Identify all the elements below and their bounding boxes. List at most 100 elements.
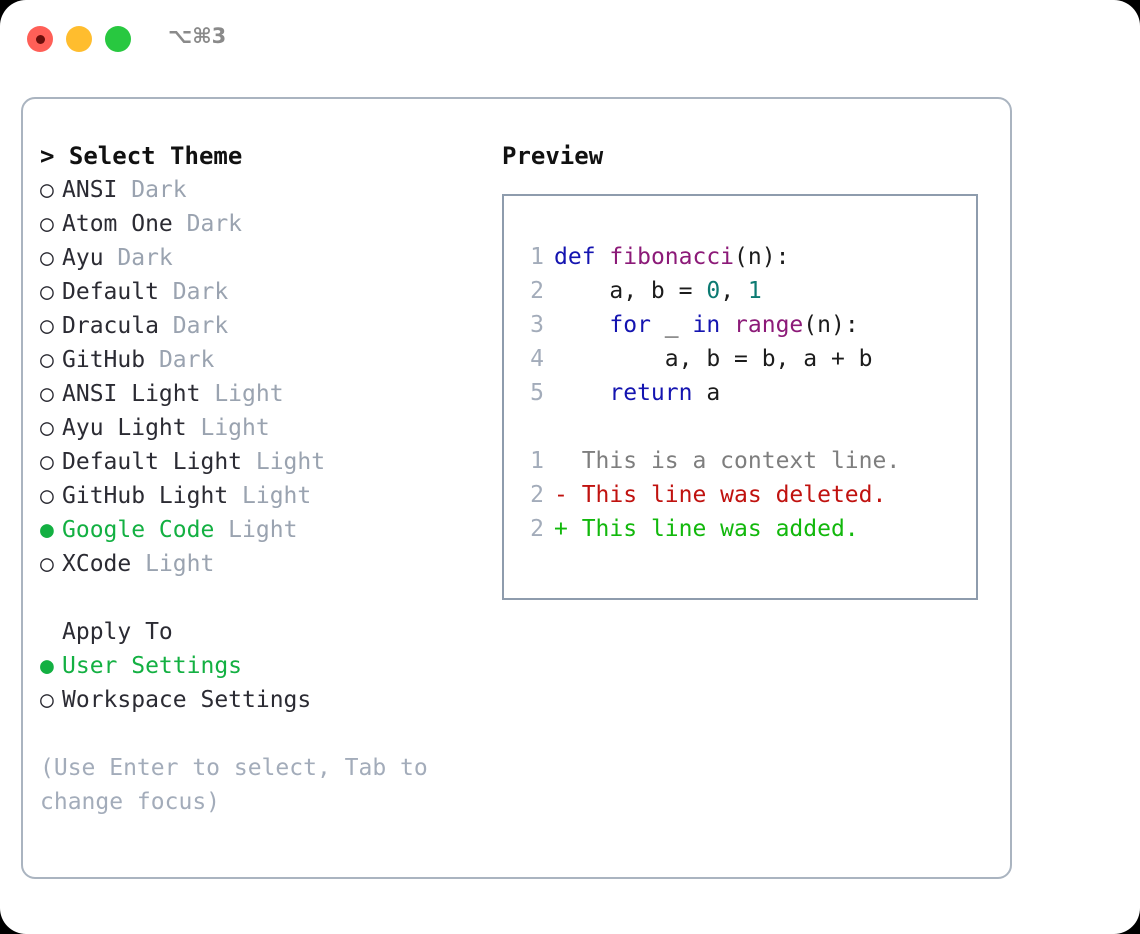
theme-option-label: Atom One: [62, 211, 173, 237]
theme-option[interactable]: ○ GitHub Dark: [40, 343, 480, 377]
maximize-button[interactable]: [105, 26, 131, 52]
theme-option[interactable]: ○ Atom One Dark: [40, 207, 480, 241]
code-line: 4 a, b = b, a + b: [518, 342, 976, 376]
code-token: (n):: [734, 244, 790, 270]
theme-variant-tag: Light: [131, 551, 215, 577]
apply-to-option[interactable]: ●User Settings: [40, 649, 480, 683]
diff-marker: +: [554, 516, 582, 542]
diff-line: 2- This line was deleted.: [518, 478, 976, 512]
theme-option[interactable]: ○ Default Light Light: [40, 445, 480, 479]
radio-unselected-icon: ○: [40, 381, 54, 407]
theme-option-label: XCode: [62, 551, 132, 577]
theme-option[interactable]: ○ANSI Dark: [40, 173, 480, 207]
keyboard-shortcut-label: ⌥⌘3: [168, 24, 227, 48]
preview-heading: Preview: [502, 142, 604, 170]
theme-selector-column: > Select Theme ○ANSI Dark○Atom One Dark○…: [40, 139, 480, 819]
radio-unselected-icon: ○: [40, 449, 54, 475]
code-token: [554, 312, 609, 338]
radio-unselected-icon: ○: [40, 211, 54, 237]
radio-unselected-icon: ○: [40, 415, 54, 441]
theme-option[interactable]: ○Default Dark: [40, 275, 480, 309]
code-token: a, b =: [554, 278, 707, 304]
radio-unselected-icon: ○: [40, 347, 54, 373]
diff-line: 1 This is a context line.: [518, 444, 976, 478]
radio-unselected-icon: ○: [40, 313, 54, 339]
code-token: 0: [706, 278, 721, 304]
code-token: (n):: [803, 312, 859, 338]
code-token: ,: [720, 278, 748, 304]
theme-option-label: Default: [62, 279, 159, 305]
theme-option-label: GitHub: [62, 347, 146, 373]
line-number: 3: [530, 312, 544, 338]
diff-line: 2 + This line was added.: [518, 512, 976, 546]
code-token: return: [609, 380, 693, 406]
theme-variant-tag: Light: [228, 483, 312, 509]
apply-to-heading: Apply To: [62, 619, 173, 645]
code-token: 1: [747, 278, 762, 304]
theme-option-label: ANSI Light: [62, 381, 201, 407]
title-bar: ⌥⌘3: [0, 0, 1140, 78]
code-token: [720, 312, 734, 338]
diff-text: This is a context line.: [581, 448, 901, 474]
theme-option-label: ANSI: [62, 177, 118, 203]
code-token: def: [554, 244, 596, 270]
code-token: in: [692, 312, 721, 338]
theme-variant-tag: Dark: [172, 211, 243, 237]
diff-marker: -: [554, 482, 582, 508]
diff-text: This line was deleted.: [581, 482, 887, 508]
diff-marker: [554, 448, 582, 474]
code-token: a: [692, 380, 721, 406]
line-number: 4: [530, 346, 544, 372]
code-diff-separator: [518, 410, 976, 444]
radio-selected-icon: ●: [40, 517, 54, 543]
window-controls: [27, 26, 131, 52]
theme-option-label: Ayu Light: [62, 415, 187, 441]
theme-variant-tag: Light: [242, 449, 326, 475]
theme-option-label: Google Code: [62, 517, 215, 543]
apply-to-list: ●User Settings○Workspace Settings: [40, 649, 480, 717]
theme-variant-tag: Dark: [117, 177, 187, 203]
select-theme-heading: > Select Theme: [40, 142, 243, 170]
minimize-button[interactable]: [66, 26, 92, 52]
code-token: [554, 380, 609, 406]
line-number: 2: [530, 516, 544, 542]
theme-variant-tag: Dark: [145, 347, 215, 373]
theme-variant-tag: Light: [200, 381, 284, 407]
close-button[interactable]: [27, 26, 53, 52]
radio-unselected-icon: ○: [40, 551, 54, 577]
line-number: 1: [530, 244, 544, 270]
theme-picker-panel: > Select Theme ○ANSI Dark○Atom One Dark○…: [21, 97, 1012, 879]
theme-option[interactable]: ○GitHub Light Light: [40, 479, 480, 513]
line-number: 5: [530, 380, 544, 406]
code-token: [596, 244, 610, 270]
theme-option[interactable]: ○Dracula Dark: [40, 309, 480, 343]
theme-option[interactable]: ○ XCode Light: [40, 547, 480, 581]
theme-option[interactable]: ●Google Code Light: [40, 513, 480, 547]
theme-option[interactable]: ○ Ayu Light Light: [40, 411, 480, 445]
theme-option[interactable]: ○ ANSI Light Light: [40, 377, 480, 411]
apply-to-option-label: Workspace Settings: [62, 687, 312, 713]
keyboard-hint-text: (Use Enter to select, Tab to change focu…: [40, 755, 428, 815]
theme-option-label: Default Light: [62, 449, 243, 475]
theme-option[interactable]: ○ Ayu Dark: [40, 241, 480, 275]
theme-variant-tag: Dark: [103, 245, 173, 271]
theme-variant-tag: Light: [186, 415, 270, 441]
line-number: 2: [530, 278, 544, 304]
radio-unselected-icon: ○: [40, 245, 54, 271]
theme-option-label: Dracula: [62, 313, 159, 339]
code-token: _: [650, 312, 693, 338]
radio-unselected-icon: ○: [40, 279, 54, 305]
code-token: a, b = b, a + b: [554, 346, 873, 372]
code-token: range: [734, 312, 804, 338]
theme-option-label: Ayu: [62, 245, 104, 271]
diff-text: This line was added.: [581, 516, 859, 542]
apply-to-option[interactable]: ○Workspace Settings: [40, 683, 480, 717]
line-number: 1: [530, 448, 544, 474]
radio-unselected-icon: ○: [40, 483, 54, 509]
code-line: 2 a, b = 0, 1: [518, 274, 976, 308]
